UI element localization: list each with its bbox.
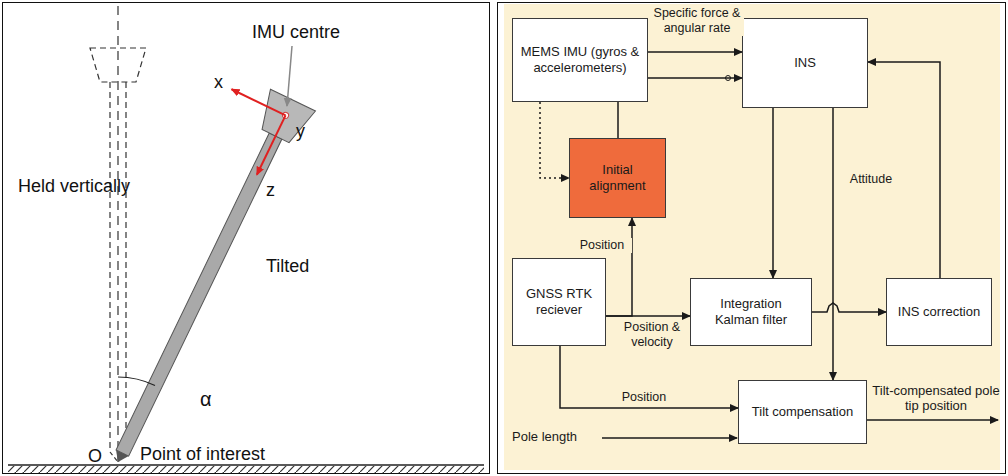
- box-text: GNSS RTK reciever: [519, 286, 599, 317]
- signal-label: Position: [612, 390, 676, 405]
- process-box: MEMS IMU (gyros & accelerometers): [512, 18, 648, 102]
- figure-label: IMU centre: [252, 22, 340, 43]
- signal-label: Position: [572, 238, 632, 253]
- connector-arrow: [648, 51, 742, 53]
- box-text: Initial alignment: [576, 162, 659, 193]
- figure-label: y: [296, 121, 305, 142]
- figure-label: Tilted: [266, 256, 309, 277]
- figure-label: Held vertically: [18, 176, 130, 197]
- process-box: INS correction: [886, 278, 992, 346]
- signal-label: Position & velocity: [616, 320, 688, 350]
- signal-label: Attitude: [840, 172, 902, 187]
- signal-label: Tilt-compensated pole tip position: [872, 384, 1000, 414]
- box-text: INS correction: [898, 304, 980, 320]
- alignment-box: Initial alignment: [569, 138, 666, 218]
- connector-arrow: [560, 346, 738, 408]
- connector-arrow: [772, 108, 774, 278]
- connector-arrow: [868, 62, 940, 278]
- box-text: Integration Kalman filter: [697, 296, 805, 327]
- figure-label: O: [88, 446, 102, 467]
- figure-label: x: [214, 72, 223, 93]
- connector-arrow: [540, 102, 569, 178]
- process-box: Integration Kalman filter: [690, 278, 812, 346]
- figure-label: z: [266, 180, 275, 201]
- connector-arrow: [606, 218, 632, 316]
- connector-arrow: [606, 315, 690, 317]
- box-text: Tilt compensation: [752, 404, 853, 420]
- process-box: Tilt compensation: [738, 380, 867, 444]
- signal-label: Pole length: [512, 430, 577, 445]
- connector-arrow: [812, 303, 886, 312]
- connector-arrow: [832, 108, 834, 380]
- left-panel: [2, 2, 490, 474]
- process-box: INS: [742, 18, 868, 108]
- figure-label: Point of interest: [140, 444, 265, 465]
- process-box: GNSS RTK reciever: [512, 258, 606, 346]
- box-text: MEMS IMU (gyros & accelerometers): [519, 44, 641, 75]
- signal-label: Specific force & angular rate: [650, 6, 744, 36]
- figure-label: α: [200, 388, 212, 411]
- box-text: INS: [794, 55, 816, 71]
